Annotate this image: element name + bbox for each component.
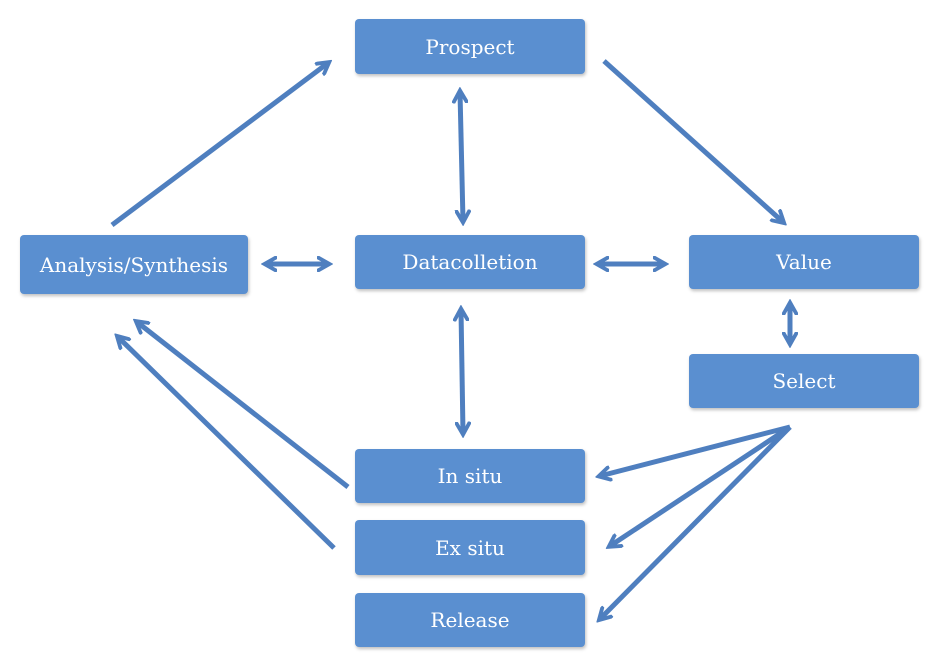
arrow-prospect-to-value: [602, 59, 783, 222]
node-prospect-label: Prospect: [425, 34, 515, 59]
node-ex-situ: Ex situ: [355, 520, 585, 575]
node-analysis-synthesis: Analysis/Synthesis: [20, 235, 248, 294]
node-analysis-synthesis-label: Analysis/Synthesis: [39, 252, 229, 277]
node-datacollection-label: Datacolletion: [402, 250, 538, 274]
node-select-label: Select: [772, 369, 836, 393]
arrow-insitu-to-analysis: [137, 322, 350, 489]
node-release-label: Release: [430, 608, 510, 632]
arrow-datacollection-insitu: [461, 310, 463, 433]
node-value: Value: [689, 235, 919, 289]
arrow-select-to-insitu: [600, 424, 791, 476]
arrow-prospect-datacollection: [460, 92, 463, 221]
node-ex-situ-label: Ex situ: [435, 535, 505, 560]
node-in-situ-label: In situ: [437, 464, 503, 488]
node-in-situ: In situ: [355, 449, 585, 503]
arrow-select-to-exsitu: [610, 424, 792, 546]
node-release: Release: [355, 593, 585, 647]
arrow-analysis-to-prospect: [110, 63, 328, 227]
arrow-exsitu-to-analysis: [118, 337, 336, 550]
node-value-label: Value: [776, 250, 832, 274]
node-select: Select: [689, 354, 919, 408]
node-datacollection: Datacolletion: [355, 235, 585, 289]
arrow-select-to-release: [600, 425, 792, 619]
node-prospect: Prospect: [355, 19, 585, 74]
